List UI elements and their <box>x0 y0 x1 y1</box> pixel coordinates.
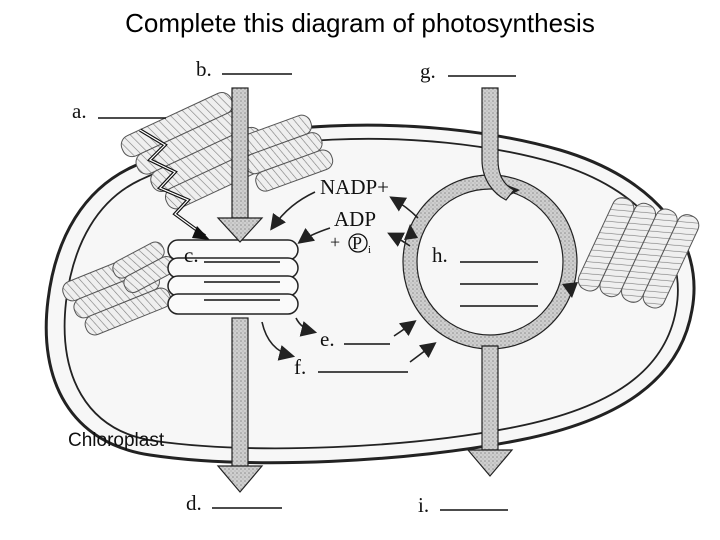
granum-right <box>577 197 700 309</box>
light-bolt-inner <box>139 129 206 237</box>
cycle-arrowhead-right <box>562 282 578 298</box>
label-i: i. <box>418 493 429 517</box>
label-a: a. <box>72 99 87 123</box>
granum-mid-left <box>112 241 176 294</box>
label-e: e. <box>320 327 335 351</box>
arrow-f-to-cycle <box>409 342 437 363</box>
arrow-e-to-cycle <box>393 320 417 337</box>
thylakoid-stack <box>167 239 299 315</box>
arrow-nadp-to-thylakoid <box>270 191 316 231</box>
granum-mid-upper <box>234 114 334 192</box>
water-oxygen-arrow <box>216 87 264 493</box>
arrow-thylakoid-to-e <box>295 317 318 337</box>
label-h: h. <box>432 243 448 267</box>
label-c: c. <box>184 243 199 267</box>
arrow-adp-to-thylakoid <box>297 227 331 244</box>
chloroplast-label: Chloroplast <box>68 430 165 451</box>
arrow-cycle-to-adp <box>387 232 411 247</box>
light-bolt-tip <box>192 226 210 240</box>
page-title: Complete this diagram of photosynthesis <box>125 8 595 38</box>
label-g: g. <box>420 59 436 83</box>
arrow-thylakoid-to-f <box>261 321 296 361</box>
label-f: f. <box>294 355 306 379</box>
label-d: d. <box>186 491 202 515</box>
adp-text: ADP <box>334 207 376 231</box>
arrow-cycle-to-nadp <box>389 196 419 219</box>
co2-sugar-arrow <box>466 87 515 477</box>
label-b: b. <box>196 57 212 81</box>
pi-sub-text: i <box>368 244 371 256</box>
phosphate-circle <box>348 233 368 253</box>
cycle-arrowhead-left <box>404 224 418 240</box>
pi-plus-text: + <box>330 232 340 252</box>
pi-text: P <box>352 233 362 253</box>
nadp-text: NADP+ <box>320 175 389 199</box>
